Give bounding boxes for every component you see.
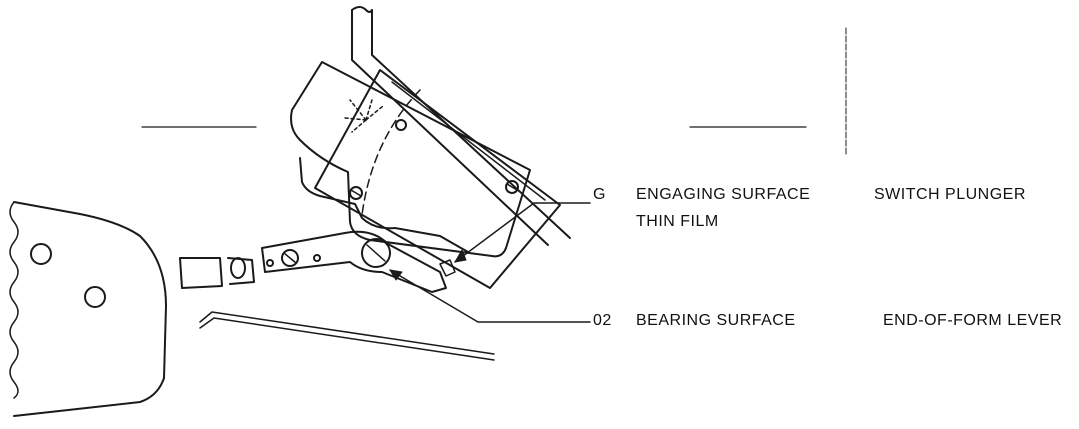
switch-bracket [314, 69, 561, 289]
engaging-surface-label: ENGAGING SURFACE [636, 186, 811, 203]
callout-code-g: G [593, 186, 606, 203]
bent-rod [351, 6, 571, 246]
callout-code-02: 02 [593, 312, 612, 329]
screw-head [349, 186, 363, 200]
lever-clamp-plate [179, 257, 255, 289]
arrow-head [454, 249, 467, 263]
spring-sketch [344, 99, 384, 133]
microswitch-body [290, 61, 531, 258]
bearing-pivot [361, 238, 391, 268]
extension-spring [199, 311, 495, 361]
switch-plunger-part [439, 259, 456, 277]
screw-head [395, 119, 407, 131]
leader-g [454, 202, 591, 263]
leader-02 [389, 269, 591, 323]
switch-plunger-label: SWITCH PLUNGER [874, 186, 1026, 203]
end-of-form-lever-label: END-OF-FORM LEVER [883, 312, 1063, 329]
lower-bracket [299, 157, 469, 253]
thin-film-label: THIN FILM [636, 213, 719, 230]
arrow-head [389, 269, 403, 281]
end-of-form-lever [261, 230, 447, 293]
bracket-inner-edge [391, 81, 546, 201]
side-frame-plate [9, 201, 167, 417]
screw-head [505, 180, 519, 194]
bearing-surface-label: BEARING SURFACE [636, 312, 796, 329]
